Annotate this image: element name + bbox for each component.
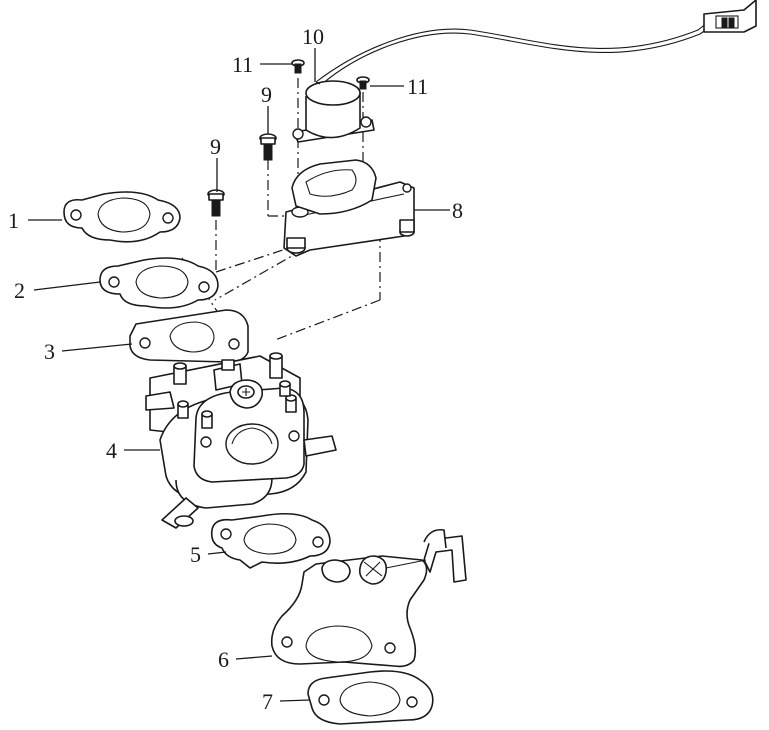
body-stud-4 <box>279 380 291 397</box>
gasket-7 <box>307 670 434 725</box>
body-pin-right <box>269 352 283 379</box>
solenoid-wire-connector <box>315 0 757 85</box>
body-stud-1 <box>201 410 213 429</box>
callout-7: 7 <box>262 689 273 714</box>
solenoid-bracket <box>283 159 415 257</box>
callout-11-right: 11 <box>407 74 428 99</box>
callout-2: 2 <box>14 278 25 303</box>
gasket-5 <box>210 512 331 569</box>
insulator-3 <box>129 309 249 363</box>
callout-9-upper: 9 <box>261 82 272 107</box>
callout-labels: 1 2 3 4 5 6 7 8 9 9 10 11 11 <box>8 24 463 714</box>
callout-5: 5 <box>190 542 201 567</box>
bolt-lower <box>207 189 225 217</box>
callout-10: 10 <box>302 24 324 49</box>
body-stud-2 <box>285 394 297 413</box>
callout-8: 8 <box>452 198 463 223</box>
callout-9-lower: 9 <box>210 134 221 159</box>
small-screw-right <box>356 76 370 90</box>
body-pin-left <box>173 362 187 385</box>
callout-4: 4 <box>106 438 117 463</box>
callout-3: 3 <box>44 339 55 364</box>
callout-6: 6 <box>218 647 229 672</box>
carburetor-body <box>145 352 337 529</box>
small-screw-left <box>291 59 305 74</box>
bolt-upper <box>259 133 277 161</box>
body-stud-3 <box>177 400 189 419</box>
gasket-2 <box>99 257 219 309</box>
callout-1: 1 <box>8 208 19 233</box>
gasket-1 <box>63 191 181 243</box>
callout-11-left: 11 <box>232 52 253 77</box>
choke-bracket-plate <box>270 528 467 668</box>
connector-icon <box>703 0 757 33</box>
callout-leaders <box>28 48 450 702</box>
solenoid-valve <box>292 80 375 143</box>
